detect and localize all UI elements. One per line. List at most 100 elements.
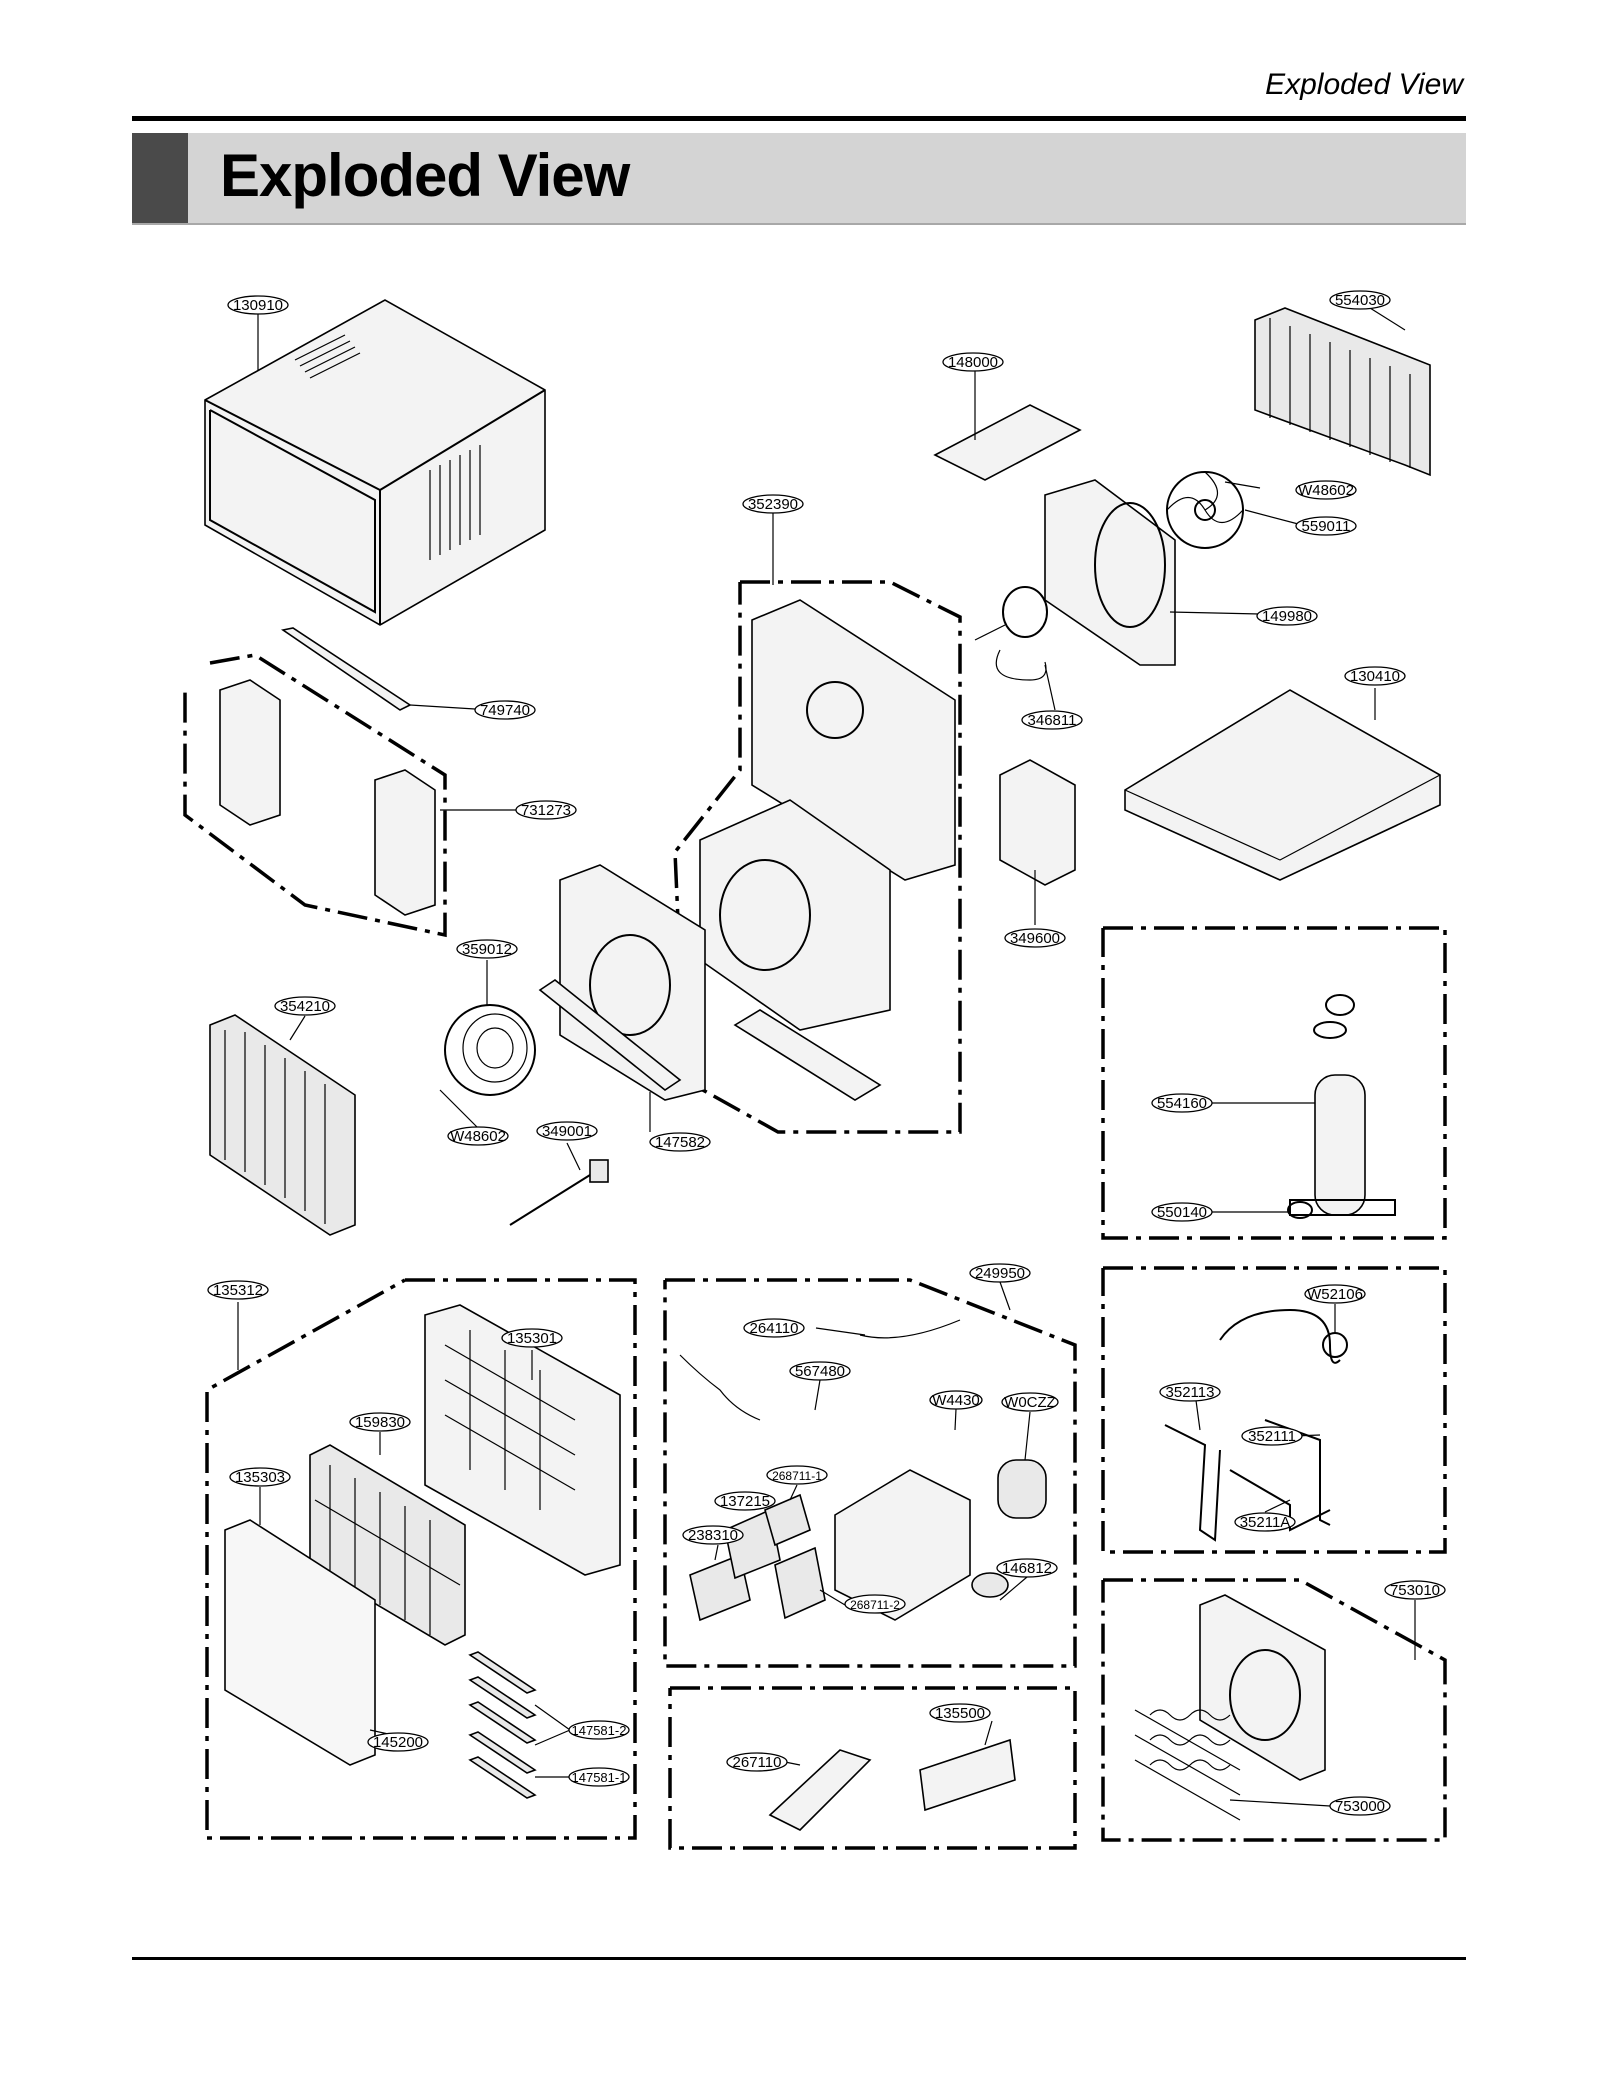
- title-bar: Exploded View: [132, 133, 1466, 225]
- shroud-and-fan-drawing: [1044, 471, 1244, 666]
- callout-148000: 148000: [942, 352, 1004, 372]
- svg-text:W0CZZ: W0CZZ: [1004, 1394, 1056, 1411]
- svg-text:130910: 130910: [233, 297, 283, 314]
- svg-text:147582: 147582: [655, 1134, 705, 1151]
- louvers-drawing: [468, 1651, 537, 1799]
- remote-drawing: [768, 1738, 1016, 1831]
- callout-349600: 349600: [1004, 928, 1066, 948]
- callout-268711-2: 268711-2: [844, 1594, 906, 1614]
- cabinet-drawing: [204, 299, 546, 626]
- svg-text:354210: 354210: [280, 998, 330, 1015]
- callout-554030: 554030: [1329, 290, 1391, 310]
- svg-text:352390: 352390: [748, 496, 798, 513]
- section-heater: [1101, 1578, 1447, 1842]
- callout-352113: 352113: [1159, 1382, 1221, 1402]
- callout-249950: 249950: [969, 1263, 1031, 1283]
- svg-text:731273: 731273: [521, 802, 571, 819]
- svg-text:145200: 145200: [373, 1734, 423, 1751]
- evaporator-coil-drawing: [209, 1014, 356, 1236]
- svg-text:W52106: W52106: [1307, 1286, 1363, 1303]
- section-control: [663, 1278, 1077, 1668]
- section-remote: [668, 1686, 1077, 1850]
- callout-753000: 753000: [1329, 1796, 1391, 1816]
- svg-text:352113: 352113: [1166, 1384, 1215, 1401]
- svg-text:349600: 349600: [1010, 930, 1060, 947]
- svg-text:359012: 359012: [462, 941, 512, 958]
- compressor-drawing: [1287, 994, 1396, 1219]
- piping-drawing: [1164, 1308, 1348, 1542]
- callout-346811: 346811: [1021, 710, 1083, 730]
- callout-159830: 159830: [349, 1412, 411, 1432]
- svg-text:W48602: W48602: [450, 1128, 506, 1145]
- callout-753010: 753010: [1384, 1580, 1446, 1600]
- orifice-and-housing-drawing: [538, 599, 956, 1101]
- callout-567480: 567480: [789, 1361, 851, 1381]
- callout-731273: 731273: [515, 800, 577, 820]
- callout-559011: 559011: [1295, 516, 1357, 536]
- callout-354210: 354210: [274, 996, 336, 1016]
- callout-149980: 149980: [1256, 606, 1318, 626]
- svg-text:35211A: 35211A: [1240, 1514, 1291, 1531]
- callout-135303: 135303: [229, 1467, 291, 1487]
- callout-135312: 135312: [207, 1280, 269, 1300]
- section-piping: [1101, 1266, 1447, 1554]
- svg-text:238310: 238310: [688, 1527, 738, 1544]
- bottom-rule: [132, 1957, 1466, 1960]
- svg-text:264110: 264110: [750, 1320, 799, 1337]
- svg-text:554030: 554030: [1335, 292, 1385, 309]
- callout-352111: 352111: [1241, 1426, 1303, 1446]
- svg-text:W48602: W48602: [1298, 482, 1354, 499]
- svg-text:137215: 137215: [720, 1493, 770, 1510]
- svg-text:149980: 149980: [1262, 608, 1312, 625]
- callout-W4430: W4430: [929, 1390, 983, 1410]
- callout-135500: 135500: [929, 1703, 991, 1723]
- section-front-grille: [205, 1278, 637, 1840]
- svg-text:135312: 135312: [213, 1282, 263, 1299]
- svg-text:159830: 159830: [355, 1414, 405, 1431]
- callout-267110: 267110: [726, 1752, 788, 1772]
- control-box-bracket-drawing: [999, 759, 1076, 886]
- svg-text:249950: 249950: [975, 1265, 1025, 1282]
- svg-text:267110: 267110: [733, 1754, 782, 1771]
- callout-147581-1: 147581-1: [568, 1767, 630, 1787]
- control-electrical-drawing: [679, 1319, 1047, 1622]
- callout-135301: 135301: [501, 1328, 563, 1348]
- callout-147581-2: 147581-2: [568, 1720, 630, 1740]
- callout-W48602-a: W48602: [1295, 480, 1357, 500]
- svg-text:268711-2: 268711-2: [850, 1598, 900, 1612]
- callout-352390: 352390: [742, 494, 804, 514]
- callout-359012: 359012: [456, 939, 518, 959]
- callout-145200: 145200: [367, 1732, 429, 1752]
- callout-137215: 137215: [714, 1491, 776, 1511]
- title-block: [132, 133, 188, 223]
- svg-text:268711-1: 268711-1: [772, 1469, 822, 1483]
- svg-text:147581-2: 147581-2: [572, 1723, 627, 1738]
- svg-text:146812: 146812: [1002, 1560, 1052, 1577]
- heater-drawing: [1134, 1594, 1326, 1821]
- svg-text:753010: 753010: [1390, 1582, 1440, 1599]
- callout-W48602-b: W48602: [447, 1126, 509, 1146]
- top-rule: [132, 116, 1466, 121]
- svg-text:147581-1: 147581-1: [572, 1770, 627, 1785]
- svg-text:W4430: W4430: [932, 1392, 980, 1409]
- front-frame-drawing: [219, 627, 436, 916]
- bracket-drawing: [933, 404, 1082, 481]
- svg-text:135500: 135500: [935, 1705, 985, 1722]
- thermistor-drawing: [509, 1159, 609, 1226]
- callout-268711-1: 268711-1: [766, 1465, 828, 1485]
- part-callouts: 130910 554030 148000 W48602 352390 55901…: [207, 290, 1446, 1816]
- svg-text:352111: 352111: [1248, 1428, 1296, 1445]
- front-grille-drawing: [224, 1304, 621, 1766]
- callout-130910: 130910: [227, 295, 289, 315]
- section-compressor: [1101, 926, 1447, 1240]
- svg-text:753000: 753000: [1335, 1798, 1385, 1815]
- base-pan-drawing: [1124, 689, 1441, 881]
- svg-text:749740: 749740: [480, 702, 530, 719]
- callout-130410: 130410: [1344, 666, 1406, 686]
- svg-text:130410: 130410: [1350, 668, 1400, 685]
- page-title: Exploded View: [220, 142, 630, 209]
- running-header: Exploded View: [1265, 68, 1463, 101]
- section-boundaries: [183, 580, 1447, 1850]
- svg-text:550140: 550140: [1157, 1204, 1207, 1221]
